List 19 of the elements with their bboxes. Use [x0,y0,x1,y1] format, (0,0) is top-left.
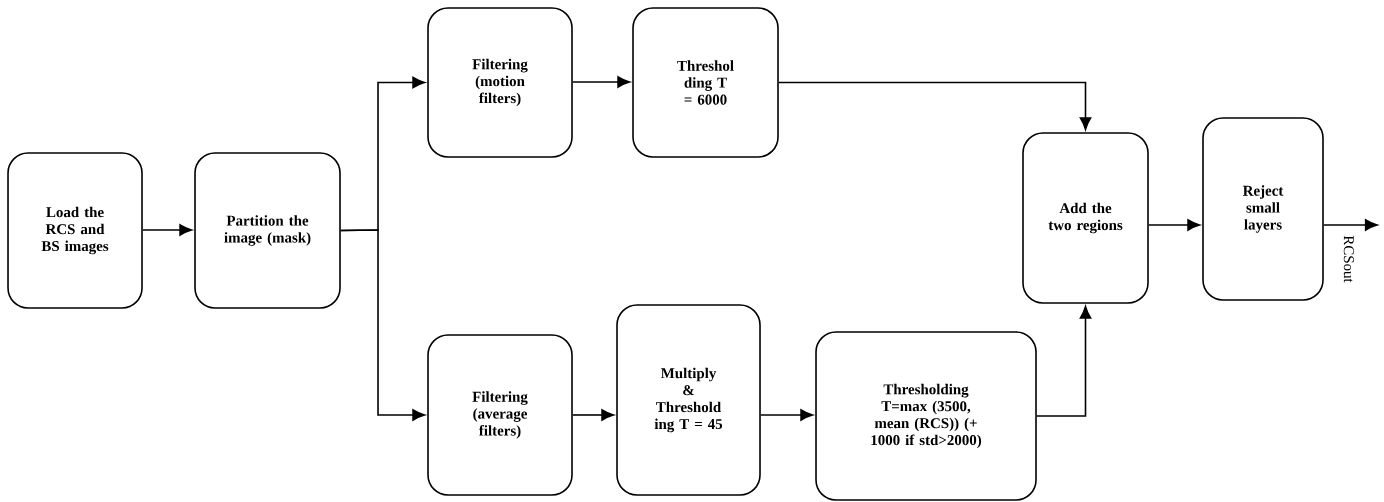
process-box: Threshol ding T = 6000 [632,7,779,158]
arrow [760,409,814,421]
arrow [572,76,631,88]
process-box: Reject small layers [1202,117,1324,301]
process-box: Filtering (average filters) [427,334,573,496]
process-box: Filtering (motion filters) [427,7,573,158]
edge-label: RCSout [1342,234,1355,284]
arrow [778,81,1092,131]
arrow [1036,305,1092,417]
arrow [340,229,426,421]
process-box: Partition the image (mask) [194,152,341,309]
arrow [142,224,193,236]
arrow [1323,219,1378,231]
process-box: Add the two regions [1022,132,1149,304]
process-box: Load the RCS and BS images [7,152,143,309]
arrow [572,409,615,421]
process-box: Multiply & Threshold ing T = 45 [616,304,761,496]
process-box: Thresholding T=max (3500, mean (RCS)) (+ 1000 if std>2000) [815,331,1037,501]
arrow [1148,219,1201,231]
